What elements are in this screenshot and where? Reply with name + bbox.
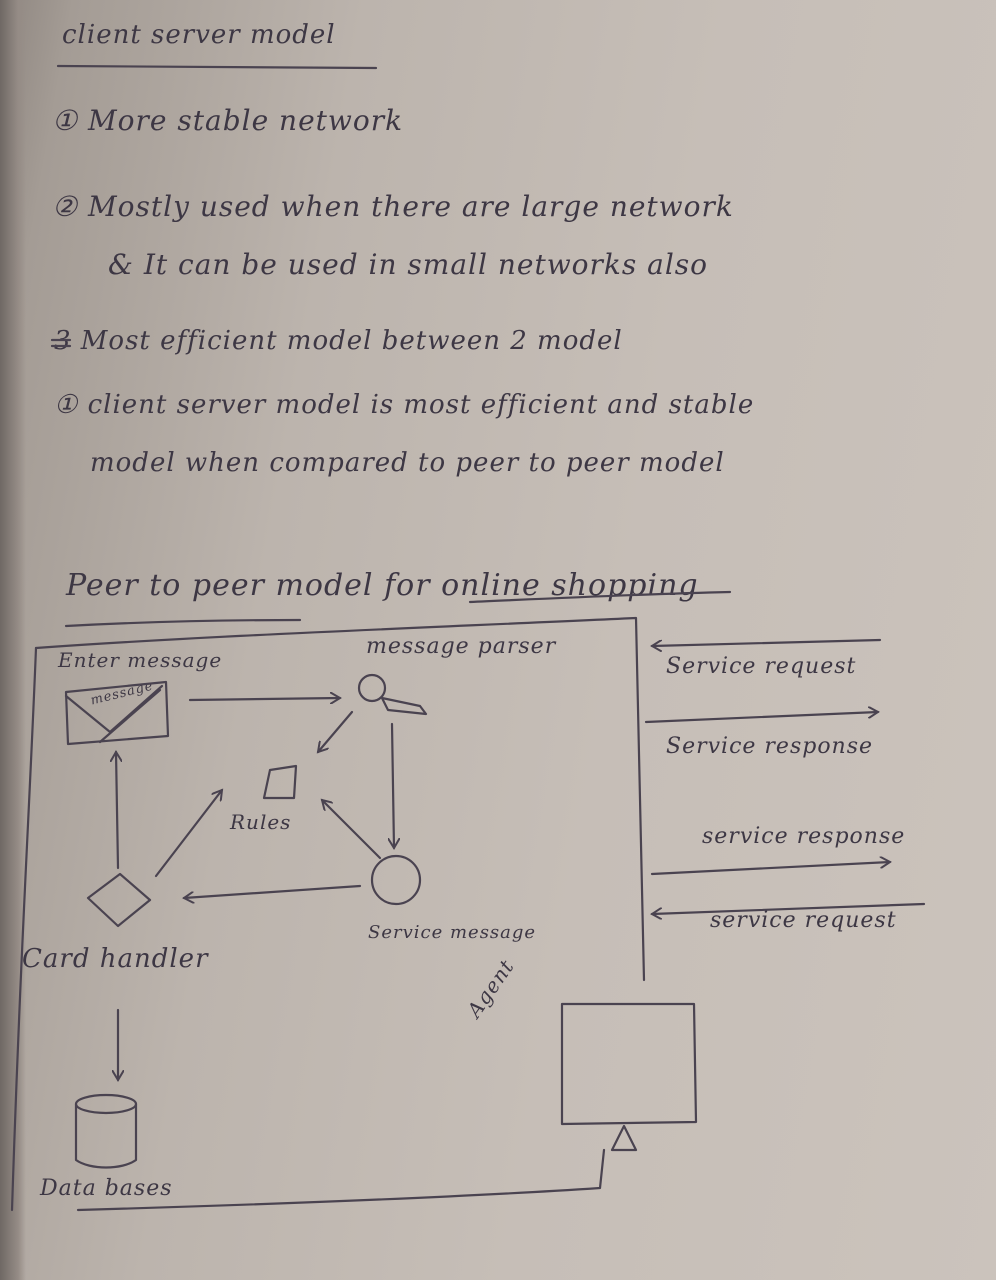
diagram-title-underline-2 [468,590,732,604]
system-boundary-top-right [34,616,646,982]
service-response-2: service response [702,824,906,849]
arrow-parser-to-service [392,722,394,848]
agent-triangle [610,1124,638,1152]
message-parser-label: message parser [366,634,557,659]
arrow-card-to-message [116,752,118,870]
service-message-circle [370,854,422,906]
service-message-label: Service message [368,922,537,943]
service-request-1: Service request [666,654,857,679]
rules-label: Rules [230,810,292,834]
note-point-1: ① More stable network [52,104,404,137]
database-cylinder [74,1093,138,1169]
arrow-service-response-1 [644,712,878,724]
arrow-service-to-card [184,884,362,898]
rules-box [262,764,298,800]
magnifier-icon [357,673,428,716]
note-point-3-line-1: 3 Most efficient model between 2 model [54,326,623,356]
service-response-1: Service response [666,734,874,759]
envelope-icon [64,680,170,746]
note-point-2-line-2: & It can be used in small networks also [108,248,709,281]
arrow-service-request-1 [652,638,882,646]
title-underline [56,64,378,70]
note-point-3-line-3: model when compared to peer to peer mode… [90,448,725,478]
arrow-service-to-rules [322,800,382,860]
arrow-message-to-parser [188,698,340,700]
system-boundary-bottom [76,1148,606,1212]
arrow-service-response-2 [650,862,890,876]
arrow-service-request-2 [652,902,926,914]
note-point-2-line-1: ② Mostly used when there are large netwo… [52,190,734,223]
service-request-2: service request [710,908,897,933]
notes-title: client server model [62,20,336,50]
system-boundary-left [10,646,38,1212]
card-handler-diamond [86,872,152,928]
arrow-card-to-rules [154,790,222,878]
card-handler-label: Card handler [22,944,209,974]
point3-number-underline [50,338,72,348]
agent-box [560,1002,698,1126]
diagram-title-underline [64,618,302,628]
arrow-parser-to-rules [318,710,354,752]
note-point-3-line-2: ① client server model is most efficient … [54,390,755,420]
enter-message-label: Enter message [58,648,223,672]
databases-label: Data bases [40,1176,173,1201]
notebook-binding-edge [0,0,26,1280]
